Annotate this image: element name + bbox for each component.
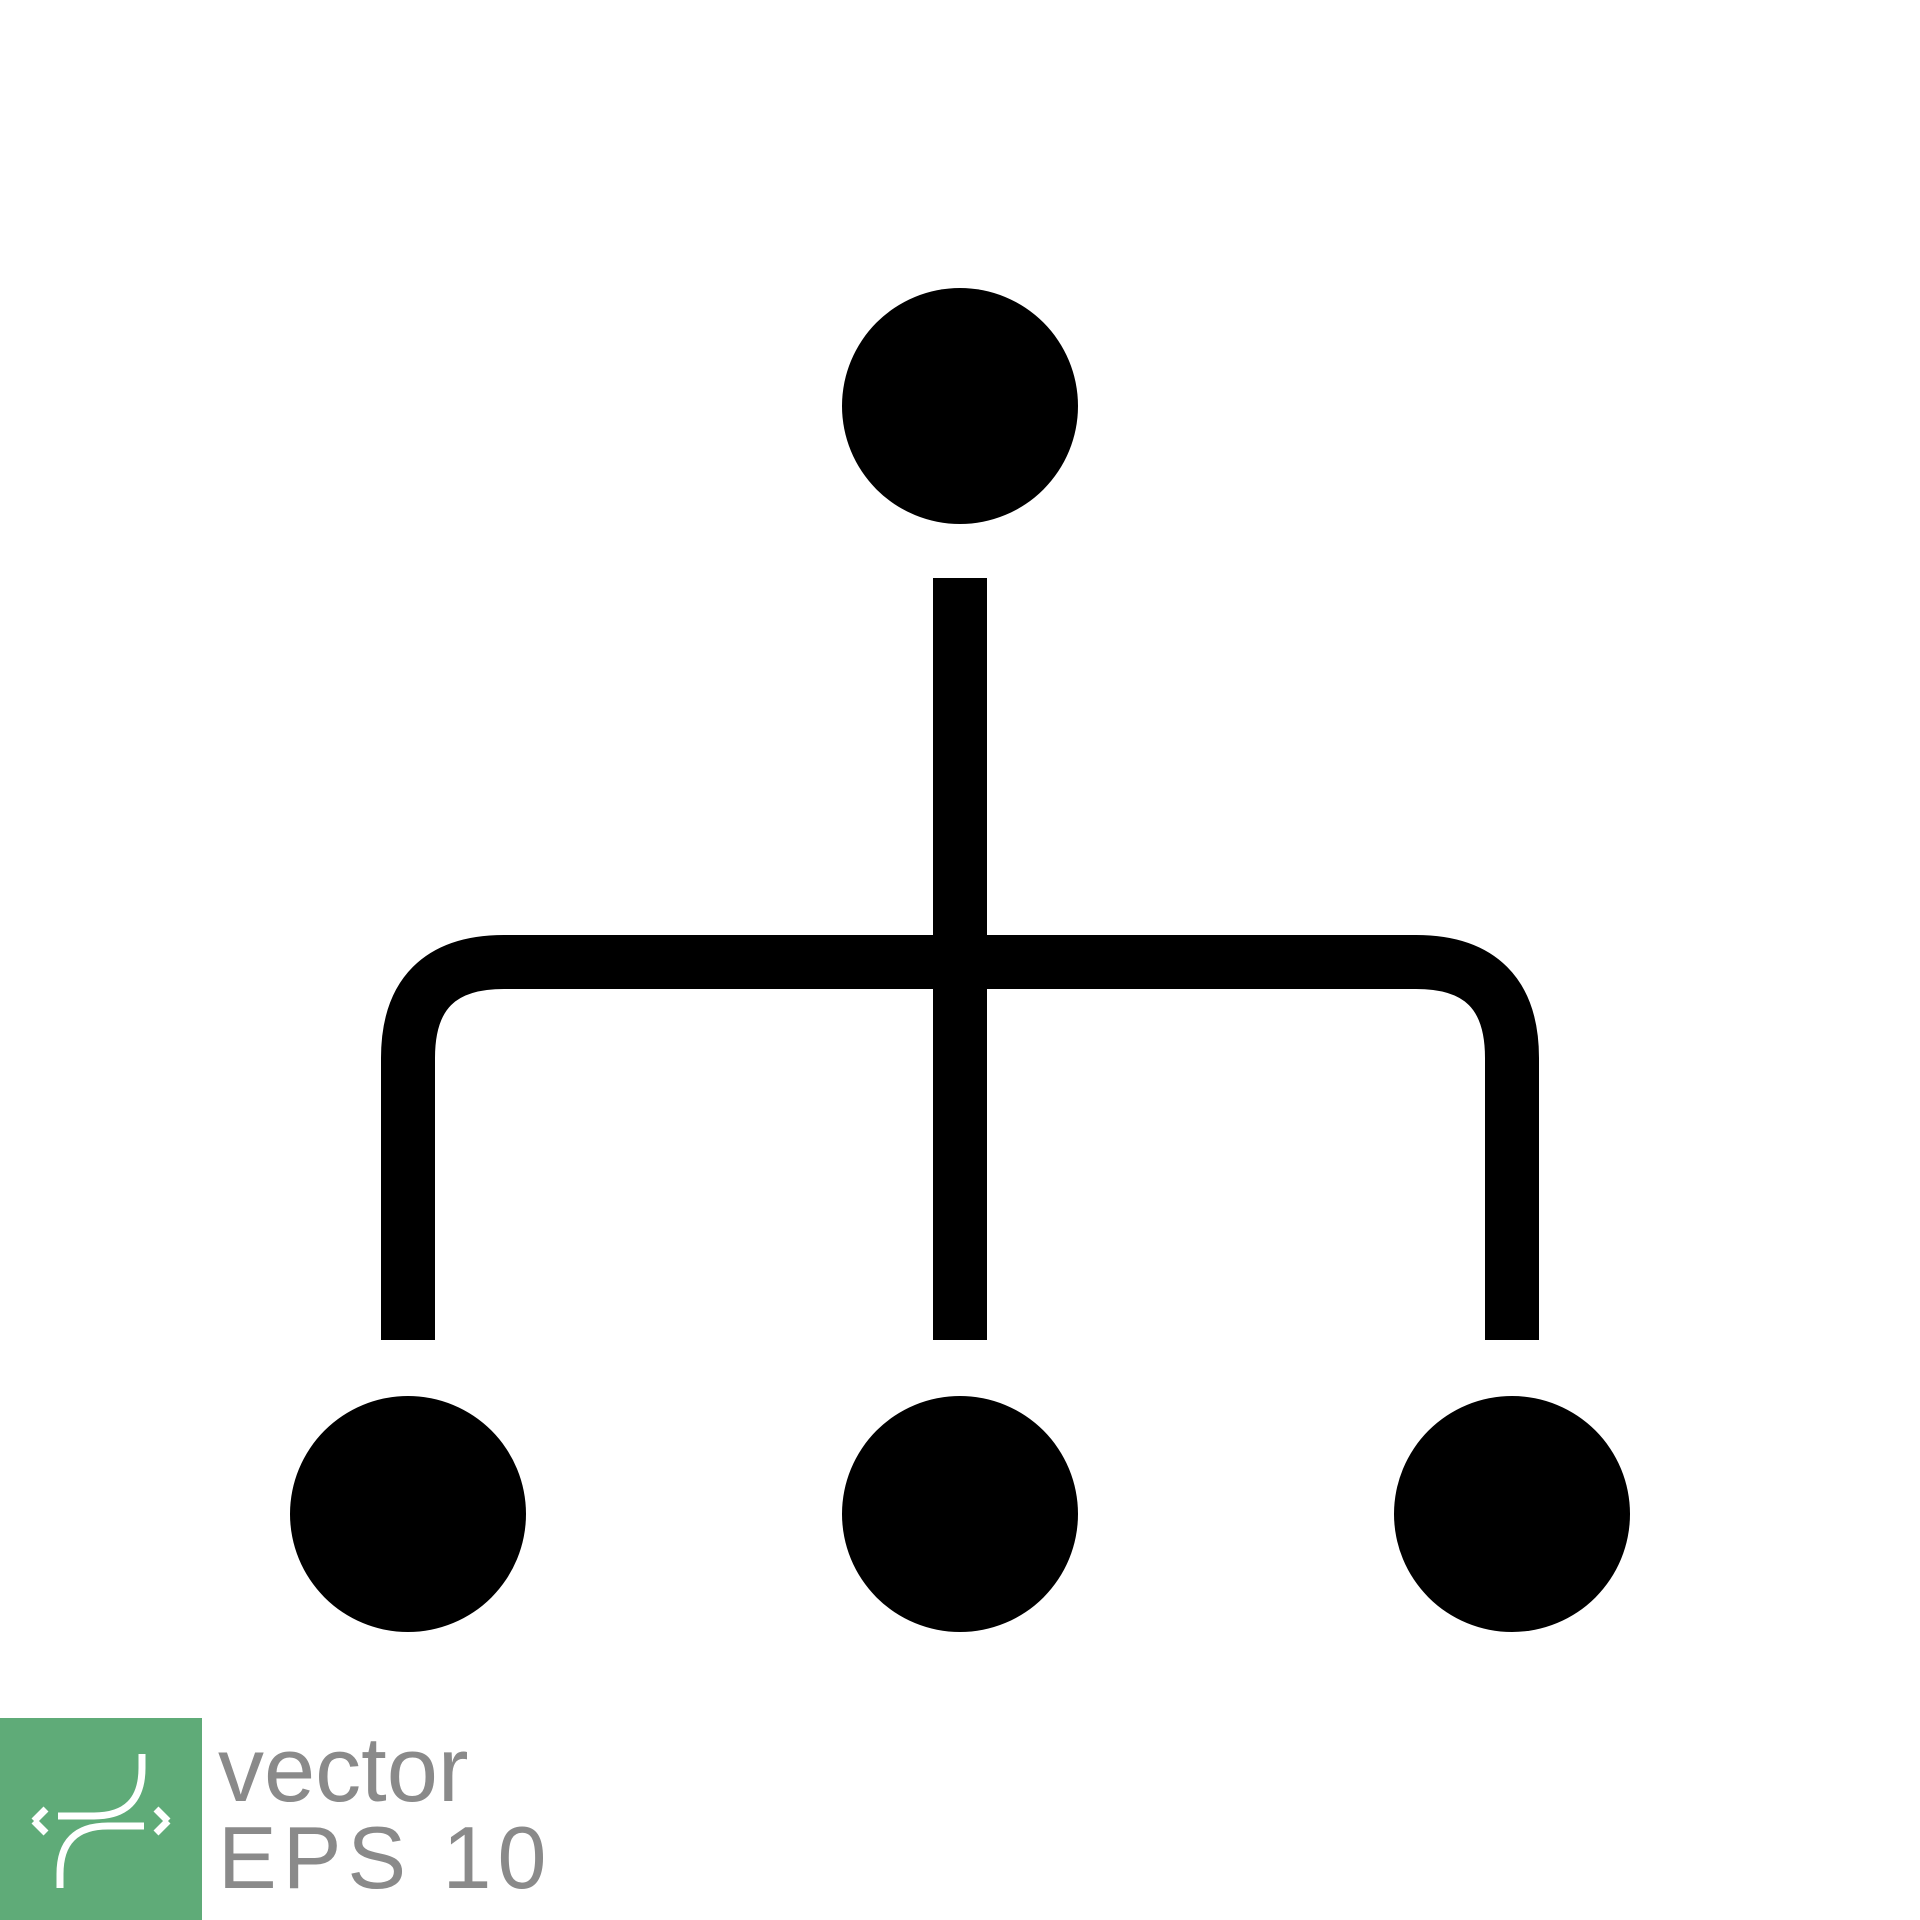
eps-label: EPS 10	[218, 1808, 553, 1907]
vector-badge	[0, 1718, 202, 1920]
bottom-center-node	[842, 1396, 1078, 1632]
vector-label: vector	[218, 1719, 469, 1821]
bottom-right-node	[1394, 1396, 1630, 1632]
bottom-left-node	[290, 1396, 526, 1632]
connector-branch	[381, 935, 1539, 1340]
badge-caption: vector EPS 10	[218, 1719, 553, 1907]
top-node	[842, 288, 1078, 524]
vector-curve-icon	[31, 1754, 171, 1888]
